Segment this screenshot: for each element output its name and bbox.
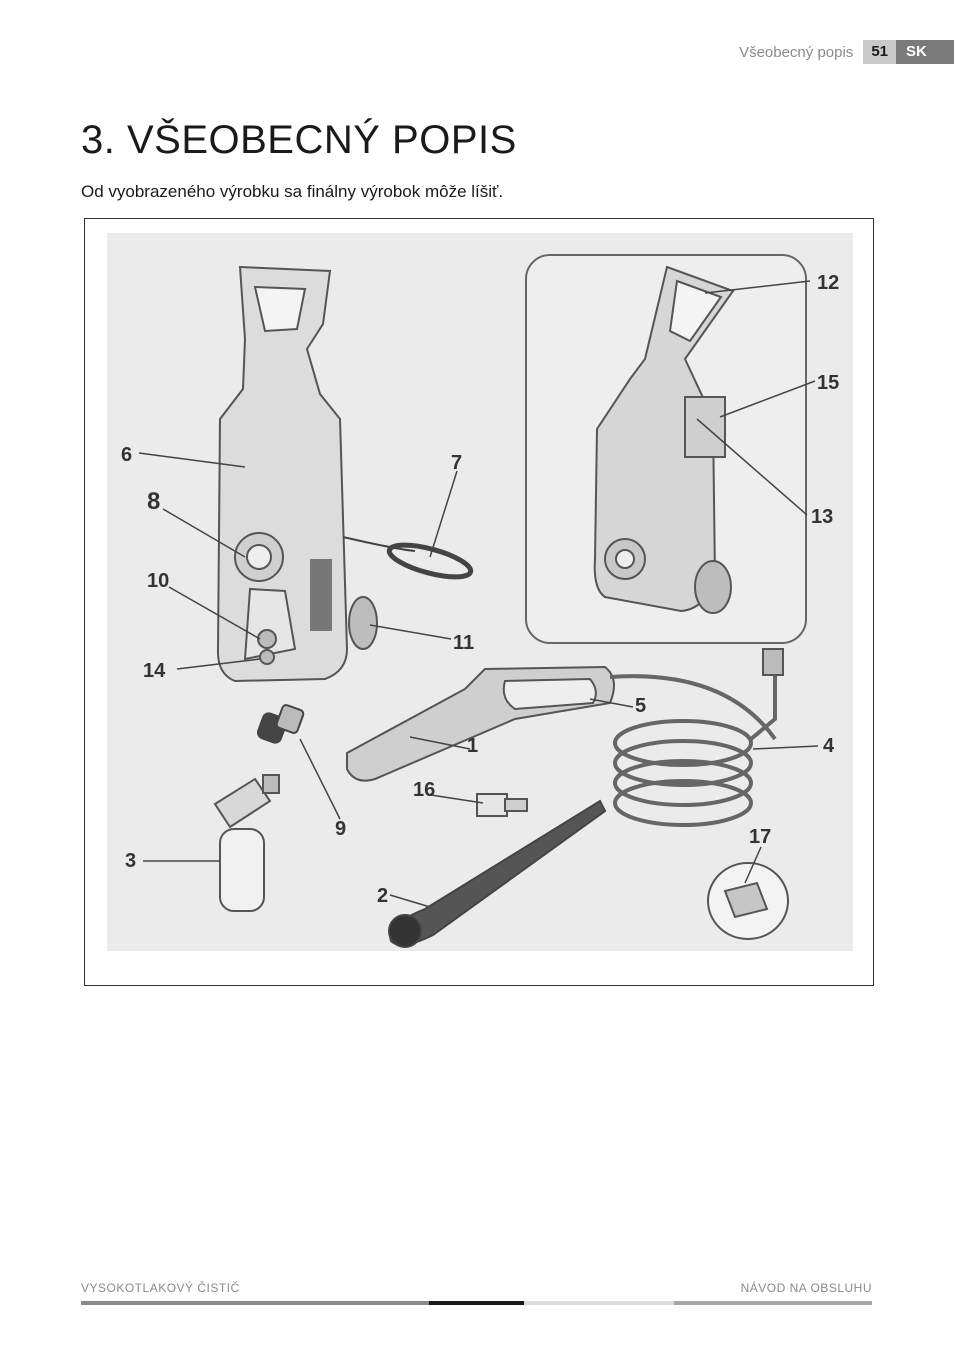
callout-2: 2: [377, 885, 388, 907]
callout-14: 14: [143, 660, 166, 682]
footer-product-name: VYSOKOTLAKOVÝ ČISTIČ: [81, 1281, 240, 1295]
callout-11: 11: [453, 632, 474, 654]
footer-bar-segment: [429, 1301, 524, 1305]
cleaning-needle: [476, 793, 528, 817]
callout-3: 3: [125, 850, 136, 872]
footer-bar-segment: [674, 1301, 872, 1305]
callout-4: 4: [823, 735, 835, 757]
product-diagram: 1 2 3 4 5 6 7 8 9 10 11 12 13 14 15 16 1…: [84, 218, 874, 986]
callout-lines: [138, 280, 819, 908]
detergent-bottle: [213, 774, 280, 912]
page-subtitle: Od vyobrazeného výrobku sa finálny výrob…: [81, 182, 504, 201]
language-tab: SK: [896, 40, 954, 64]
high-pressure-hose: [609, 648, 784, 827]
callout-12: 12: [817, 272, 839, 294]
callout-17: 17: [749, 826, 771, 848]
footer-bar-segment: [81, 1301, 429, 1305]
spray-lance: [388, 799, 607, 948]
callout-7: 7: [451, 452, 462, 474]
callout-9: 9: [335, 818, 346, 840]
page-header: Všeobecný popis 51 SK: [739, 40, 954, 64]
callout-5: 5: [635, 695, 646, 717]
callout-1: 1: [467, 735, 478, 757]
callout-6: 6: [121, 444, 132, 466]
product-illustration: 1 2 3 4 5 6 7 8 9 10 11 12 13 14 15 16 1…: [107, 233, 853, 951]
callout-10: 10: [147, 570, 169, 592]
callout-15: 15: [817, 372, 839, 394]
callout-16: 16: [413, 779, 435, 801]
spare-nozzle: [707, 862, 789, 940]
callout-8: 8: [147, 488, 160, 515]
page-title: 3. VŠEOBECNÝ POPIS: [81, 118, 517, 162]
footer-bar-segment: [524, 1301, 674, 1305]
page-number: 51: [863, 40, 896, 64]
footer-document-type: NÁVOD NA OBSLUHU: [740, 1281, 872, 1295]
callout-13: 13: [811, 506, 833, 528]
main-unit-front: [216, 265, 378, 683]
main-unit-rear: [593, 265, 735, 614]
header-section-title: Všeobecný popis: [739, 43, 854, 61]
hose-connector: [256, 704, 305, 744]
